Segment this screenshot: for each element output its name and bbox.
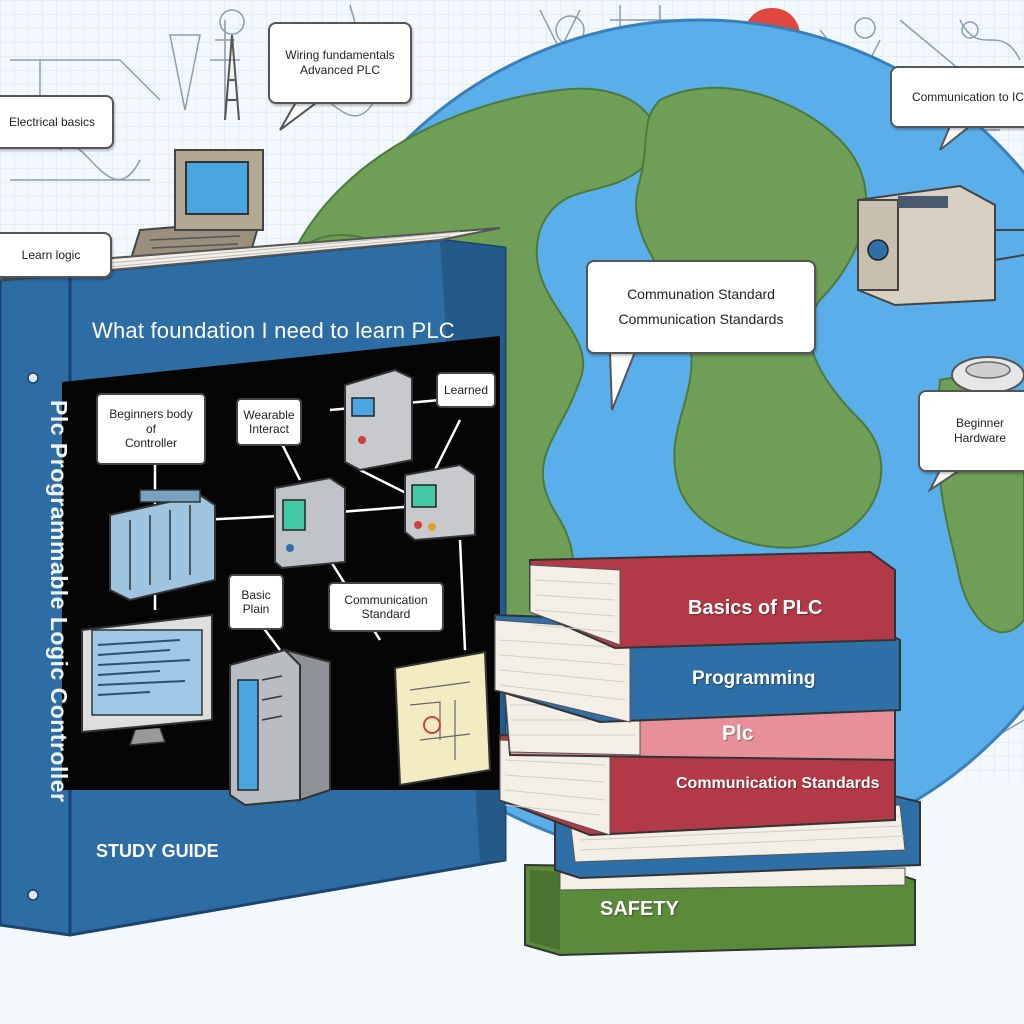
diagram-label-learned: Learned xyxy=(436,372,496,408)
diagram-label-wearable: Wearable Interact xyxy=(236,398,302,446)
plc-rack-icon xyxy=(109,489,216,602)
drive-unit-icon xyxy=(344,368,413,472)
diagram-label-text: Communication xyxy=(344,592,428,607)
wiring-diagram-sheet-icon xyxy=(393,650,492,787)
callout-communication-standards: Communation Standard Communication Stand… xyxy=(586,260,816,354)
diagram-label-text: Beginners body xyxy=(109,407,193,422)
server-tower-icon xyxy=(229,648,331,807)
callout-wiring-fundamentals: Wiring fundamentals Advanced PLC xyxy=(268,22,412,104)
diagram-label-text: of xyxy=(145,421,156,436)
book-label-basics: Basics of PLC xyxy=(688,597,823,619)
callout-text: Learn logic xyxy=(21,247,81,262)
radio-tower-icon xyxy=(224,34,240,121)
callout-text: Communation Standard xyxy=(627,285,775,302)
book-stack xyxy=(494,550,921,957)
book-label-safety: SAFETY xyxy=(600,898,679,920)
callout-beginner-hardware: Beginner Hardware xyxy=(918,390,1024,472)
diagram-label-text: Wearable xyxy=(243,407,295,422)
diagram-label-text: Basic xyxy=(241,587,271,602)
callout-text: Advanced PLC xyxy=(299,63,381,77)
plc-module-icon xyxy=(857,184,1024,307)
callout-text: Hardware xyxy=(953,431,1007,445)
diagram-label-text: Controller xyxy=(124,436,178,451)
callout-text: Wiring fundamentals xyxy=(285,48,395,62)
diagram-label-text: Plain xyxy=(242,602,270,616)
diagram-label-communication: Communication Standard xyxy=(328,582,444,632)
diagram-label-beginners: Beginners body of Controller xyxy=(96,393,206,465)
callout-text: Communication to ICS xyxy=(911,89,1024,104)
callout-learn-logic: Learn logic xyxy=(0,232,112,278)
binder-spine-title: Plc Programmable Logic Controller xyxy=(46,400,72,803)
diagram-label-text: Learned xyxy=(443,382,489,397)
hmi-controller-icon xyxy=(274,476,346,570)
callout-text: Electrical basics xyxy=(8,114,96,129)
callout-text: Beginner xyxy=(955,416,1005,430)
book-label-plc: Plc xyxy=(722,722,754,745)
callout-text: Communication Standards xyxy=(618,311,784,327)
callout-communication-top: Communication to ICS xyxy=(890,66,1024,128)
book-label-programming: Programming xyxy=(692,668,816,689)
sensor-icon xyxy=(951,356,1024,394)
diagram-label-text: Standard xyxy=(361,607,411,621)
callout-electrical-basics: Electrical basics xyxy=(0,95,114,149)
diagram-label-text: Interact xyxy=(248,422,290,436)
binder-footer: STUDY GUIDE xyxy=(96,841,219,861)
plc-cpu-icon xyxy=(404,463,476,542)
book-label-communication: Communication Standards xyxy=(676,775,880,792)
monitor-icon xyxy=(81,613,213,746)
diagram-label-basic: Basic Plain xyxy=(228,574,284,630)
binder-title: What foundation I need to learn PLC xyxy=(92,318,455,343)
